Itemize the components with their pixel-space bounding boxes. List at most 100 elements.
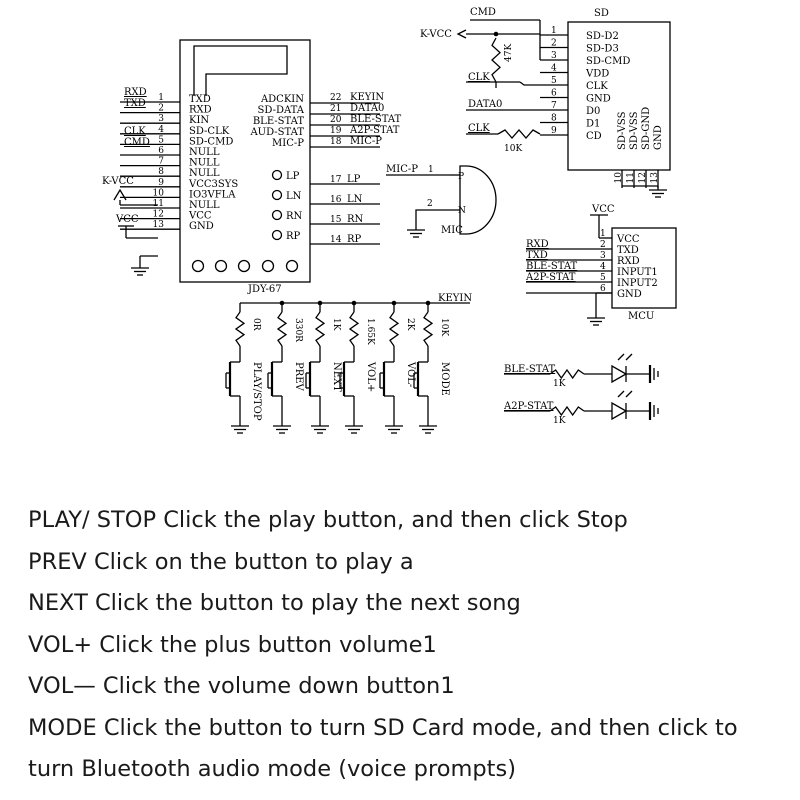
module-left-pin-number: 2 (158, 104, 164, 114)
module-left-pin-number: 4 (158, 125, 164, 135)
mcu-pin-label: INPUT1 (617, 267, 658, 278)
sd-net-data0: DATA0 (468, 99, 502, 110)
audio-pin-number: 17 (330, 175, 342, 185)
sd-pin-label: SD-CMD (586, 56, 630, 67)
sd-pin-label: SD-D2 (586, 31, 619, 42)
audio-pin-label: RP (286, 231, 301, 242)
sd-pin-number: 5 (551, 76, 557, 86)
audio-pin-number: 16 (330, 195, 342, 205)
module-left-pin-number: 7 (158, 157, 164, 167)
audio-pin-label: RN (286, 211, 303, 222)
module-right-pin-label: SD-DATA (258, 105, 305, 116)
module-left-pin-number: 5 (158, 135, 164, 145)
junction-dot (493, 31, 499, 37)
module-left-pin-label: RXD (189, 105, 212, 116)
sd-pin-label: SD-D3 (586, 44, 619, 55)
mic-gnd-wire (415, 209, 438, 230)
module-left-pin-number: 12 (153, 210, 164, 220)
module-right-net-label: DATA0 (350, 103, 384, 114)
button-resistor-label: 1K (331, 318, 341, 331)
module-right-pin-number: 21 (330, 104, 341, 114)
button-label: VOL+ (365, 361, 376, 392)
audio-pad-circle (271, 229, 283, 241)
mic-body (459, 165, 497, 235)
sd-pin-label: D1 (586, 119, 600, 130)
button-resistor (422, 311, 434, 347)
button-label: PREV (293, 362, 304, 392)
sd-bottom-pin-label: SD-VSS (617, 111, 628, 150)
sd-bottom-pin-label: SD-GND (641, 107, 652, 150)
sd-pin-number: 2 (551, 39, 557, 49)
antenna-trace (193, 45, 288, 96)
button-resistor (234, 311, 246, 347)
sd-resistor-10k-label: 10K (504, 144, 522, 154)
button-resistor-label: 0R (251, 318, 261, 331)
audio-net-label: LN (347, 194, 363, 205)
sd-pin-number: 9 (551, 126, 557, 136)
mic-pin2-number: 2 (427, 199, 433, 209)
sd-pin-number: 7 (551, 101, 557, 111)
sd-net-kvcc: K-VCC (420, 29, 452, 40)
sd-pin-label: VDD (585, 69, 609, 80)
button-function-notes: PLAY/ STOP Click the play button, and th… (28, 500, 788, 791)
mcu-pin-label: INPUT2 (617, 278, 658, 289)
mcu-pin-number: 3 (600, 251, 606, 261)
module-left-pin-label: KIN (189, 115, 209, 126)
keyin-net-label: KEYIN (438, 293, 472, 304)
sd-net-clk1: CLK (468, 72, 490, 83)
button-resistor-label: 330R (293, 318, 303, 342)
mcu-pin-number: 4 (600, 262, 606, 272)
mcu-pin-label: RXD (617, 256, 640, 267)
module-left-pin-number: 3 (158, 114, 164, 124)
circuit-schematic: TXD1RXD2KIN3SD-CLK4SD-CMD5NULL6NULL7NULL… (102, 7, 677, 434)
sd-card-body (567, 21, 671, 171)
note-vol-minus: VOL— Click the volume down button1 (28, 673, 455, 699)
led-net-label: A2P-STAT (503, 401, 554, 412)
mcu-body (611, 227, 677, 309)
jdy67-module-body (179, 39, 311, 283)
mcu-vcc-label: VCC (591, 204, 615, 215)
sd-clk-wire (519, 81, 540, 86)
led-resistor (549, 405, 585, 417)
module-left-pin-number: 10 (153, 188, 165, 198)
sd-pin-label: D0 (586, 106, 600, 117)
mcu-pin-number: 5 (600, 273, 606, 283)
module-right-pin-number: 22 (330, 93, 341, 103)
button-label: PLAY/STOP (251, 362, 262, 421)
sd-bottom-pin-number: 13 (650, 172, 660, 184)
led-light-arrow (617, 353, 625, 361)
mic-n-label: N (458, 206, 466, 216)
note-play-stop: PLAY/ STOP Click the play button, and th… (28, 507, 628, 533)
button-resistor (314, 311, 326, 347)
mcu-pin-label: VCC (616, 234, 640, 245)
module-pad-circle (237, 259, 251, 273)
mcu-pin-number: 1 (600, 229, 606, 239)
module-pad-circle (191, 259, 205, 273)
module-right-pin-label: BLE-STAT (253, 116, 305, 127)
module-pad-circle (285, 259, 299, 273)
button-label: MODE (439, 362, 450, 396)
module-right-net-label: KEYIN (350, 92, 384, 103)
mic-label: MIC (441, 225, 463, 236)
module-left-pin-label: VCC3SYS (188, 179, 238, 190)
audio-net-label: LP (347, 174, 361, 185)
module-left-pin-label: GND (189, 221, 214, 232)
button-resistor (388, 311, 400, 347)
audio-pin-label: LN (286, 191, 302, 202)
net-cmd-label: CMD (124, 137, 150, 148)
module-left-pin-label: NULL (189, 147, 220, 158)
module-right-net-label: A2P-STAT (349, 125, 400, 136)
sd-bottom-pin-number: 11 (626, 172, 636, 183)
button-resistor-label: 10K (439, 318, 449, 336)
net-kvcc-label: K-VCC (102, 176, 134, 187)
mcu-net-label: RXD (526, 239, 549, 250)
button-label: NEXT (331, 362, 342, 392)
sd-pin-number: 3 (551, 51, 557, 61)
module-right-net-label: MIC-P (350, 136, 382, 147)
module-pad-circle (261, 259, 275, 273)
net-vcc-label: VCC (115, 214, 139, 225)
audio-net-label: RP (347, 234, 362, 245)
module-right-pin-number: 18 (330, 137, 342, 147)
sd-resistor-47k (491, 37, 501, 83)
labels: TXD1RXD2KIN3SD-CLK4SD-CMD5NULL6NULL7NULL… (102, 7, 664, 426)
